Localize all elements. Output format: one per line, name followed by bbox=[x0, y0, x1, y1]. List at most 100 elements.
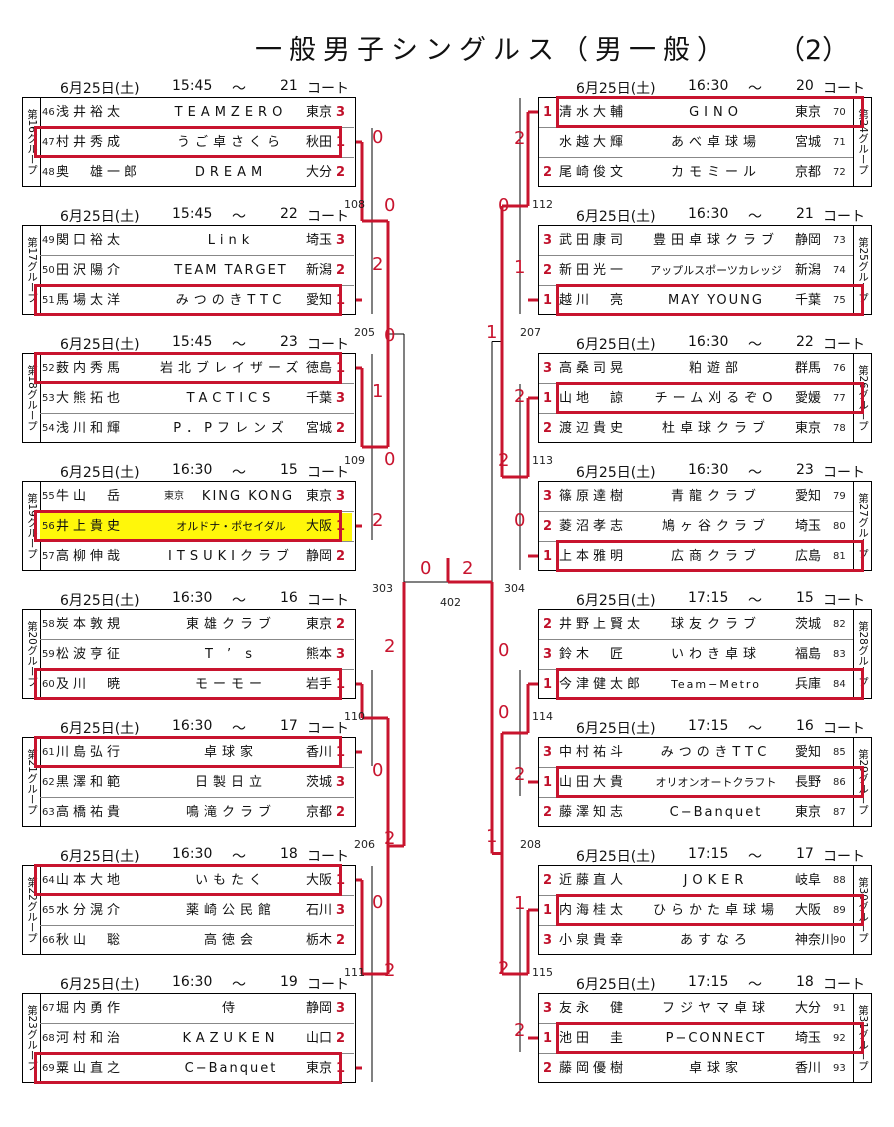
prefecture: 山口 bbox=[306, 1031, 333, 1046]
rank: 2 bbox=[336, 421, 346, 436]
prefecture: 東京 bbox=[306, 1061, 333, 1076]
match-number: 110 bbox=[344, 710, 365, 723]
player-name: 大熊拓也 bbox=[56, 391, 125, 406]
match-time: 15:45 bbox=[172, 78, 213, 94]
winner-highlight-box bbox=[34, 864, 342, 896]
score-left: 0 bbox=[384, 449, 396, 470]
court-label: コート bbox=[307, 81, 349, 97]
team-name: アップルスポーツカレッジ bbox=[650, 264, 782, 277]
court-label: コート bbox=[823, 849, 865, 865]
player-name: 近藤直人 bbox=[559, 873, 628, 888]
prefecture: 静岡 bbox=[795, 233, 822, 248]
prefecture: 東京 bbox=[795, 421, 822, 436]
team-name: P．Pフレンズ bbox=[173, 421, 289, 436]
court-label: コート bbox=[823, 209, 865, 225]
court-number: 22 bbox=[796, 334, 814, 350]
player-name: 堀内勇作 bbox=[56, 1001, 125, 1016]
player-number: 70 bbox=[833, 107, 846, 118]
player-number: 93 bbox=[833, 1063, 846, 1074]
player-name: 鈴木 匠 bbox=[559, 647, 628, 662]
rank: 2 bbox=[336, 1031, 346, 1046]
rank: 1 bbox=[543, 775, 553, 790]
player-number: 85 bbox=[833, 747, 846, 758]
rank: 3 bbox=[543, 745, 553, 760]
winner-highlight-box bbox=[34, 352, 342, 384]
match-date: 6月25日(土) bbox=[60, 849, 140, 865]
rank: 2 bbox=[543, 421, 553, 436]
match-date: 6月25日(土) bbox=[576, 977, 656, 993]
prefecture: 新潟 bbox=[795, 263, 822, 278]
team-prefix: 東京 bbox=[164, 491, 184, 502]
match-date: 6月25日(土) bbox=[576, 593, 656, 609]
court-number: 22 bbox=[280, 206, 298, 222]
player-number: 77 bbox=[833, 393, 846, 404]
rank: 1 bbox=[543, 105, 553, 120]
player-number: 61 bbox=[42, 747, 55, 758]
time-separator: ～ bbox=[232, 209, 246, 225]
match-date: 6月25日(土) bbox=[576, 721, 656, 737]
match-number: 206 bbox=[354, 838, 375, 851]
team-name: Link bbox=[207, 233, 255, 248]
player-name: 清水大輔 bbox=[559, 105, 628, 120]
player-number: 53 bbox=[42, 393, 55, 404]
rank: 2 bbox=[336, 165, 346, 180]
rank: 2 bbox=[336, 933, 346, 948]
prefecture: 神奈川 bbox=[795, 933, 835, 948]
team-name: 青龍クラブ bbox=[670, 489, 761, 504]
prefecture: 福島 bbox=[795, 647, 822, 662]
player-name: 田沢陽介 bbox=[56, 263, 125, 278]
player-number: 67 bbox=[42, 1003, 55, 1014]
prefecture: 愛知 bbox=[795, 489, 822, 504]
time-separator: ～ bbox=[748, 849, 762, 865]
player-name: 新田光一 bbox=[559, 263, 628, 278]
group-label: 第16グループ bbox=[23, 98, 41, 186]
court-label: コート bbox=[307, 593, 349, 609]
match-number: 112 bbox=[532, 198, 553, 211]
court-label: コート bbox=[307, 977, 349, 993]
court-label: コート bbox=[307, 849, 349, 865]
court-number: 17 bbox=[796, 846, 814, 862]
score-right: 2 bbox=[514, 386, 526, 407]
prefecture: 愛媛 bbox=[795, 391, 822, 406]
prefecture: 茨城 bbox=[795, 617, 822, 632]
player-number: 46 bbox=[42, 107, 55, 118]
score-right: 2 bbox=[514, 128, 526, 149]
player-name: 井野上賢太 bbox=[559, 617, 645, 632]
prefecture: 熊本 bbox=[306, 647, 333, 662]
player-name: 越川 亮 bbox=[559, 293, 628, 308]
winner-highlight-box bbox=[34, 736, 342, 768]
time-separator: ～ bbox=[232, 849, 246, 865]
rank: 3 bbox=[543, 933, 553, 948]
player-number: 78 bbox=[833, 423, 846, 434]
court-label: コート bbox=[307, 209, 349, 225]
team-name: いもたく bbox=[194, 873, 267, 888]
player-name: 河村和治 bbox=[56, 1031, 125, 1046]
team-name: 薬崎公民館 bbox=[185, 903, 276, 918]
player-name: 粟山直之 bbox=[56, 1061, 125, 1076]
score-final: 0 bbox=[420, 558, 432, 579]
match-number: 109 bbox=[344, 454, 365, 467]
team-name: あべ卓球場 bbox=[670, 135, 761, 150]
team-name: 卓球家 bbox=[203, 745, 258, 760]
score-left: 0 bbox=[384, 325, 396, 346]
prefecture: 東京 bbox=[795, 105, 822, 120]
court-number: 16 bbox=[796, 718, 814, 734]
court-number: 17 bbox=[280, 718, 298, 734]
